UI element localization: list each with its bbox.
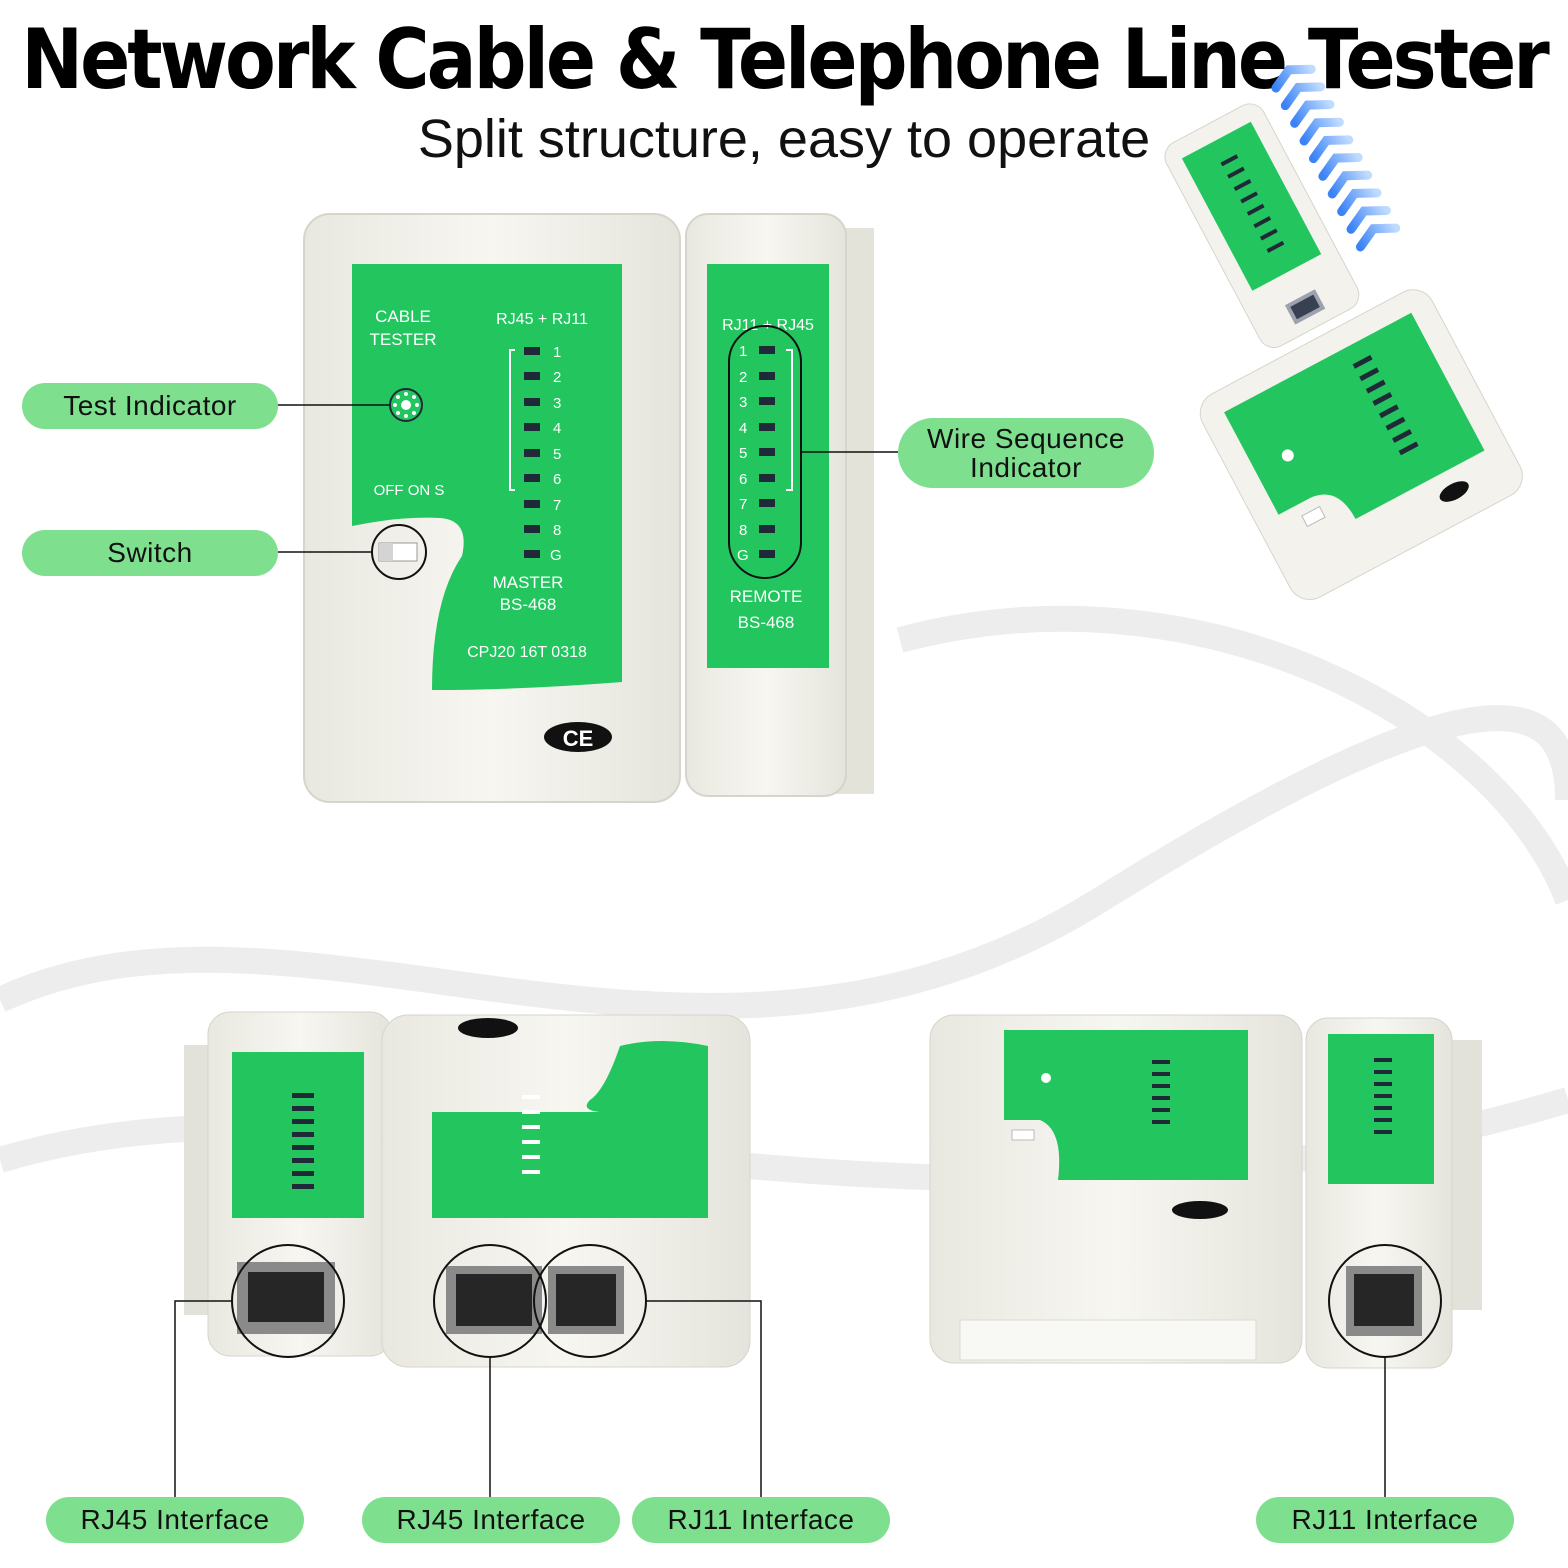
remote-pin-label: 8	[739, 522, 747, 539]
master-label-offon: OFF ON S	[374, 482, 445, 499]
bottom-left-remote	[184, 1011, 393, 1358]
remote-pin-label: 7	[739, 496, 747, 513]
master-pin-label: G	[550, 547, 562, 564]
bottom-left-master	[381, 1014, 751, 1368]
master-pin-label: 7	[553, 497, 561, 514]
bottom-right-remote	[1305, 1017, 1482, 1369]
svg-text:CE: CE	[563, 726, 594, 751]
remote-unit-top: RJ11 + RJ45 REMOTE BS-468 1 2 3 4 5	[685, 213, 874, 797]
master-led-column	[524, 347, 540, 558]
master-label-tester: TESTER	[369, 330, 436, 349]
master-pin-label: 4	[553, 420, 561, 437]
master-label-code: CPJ20 16T 0318	[467, 644, 587, 661]
remote-label-remote: REMOTE	[730, 587, 803, 606]
master-pin-label: 2	[553, 369, 561, 386]
remote-pin-label: 4	[739, 420, 747, 437]
master-label-cable: CABLE	[375, 307, 431, 326]
remote-pin-label: 6	[739, 471, 747, 488]
remote-label-model: BS-468	[738, 613, 795, 632]
callout-wire-sequence-line2: Indicator	[970, 452, 1082, 483]
callout-rj11-interface-right: RJ11 Interface	[1256, 1497, 1514, 1543]
remote-pin-label: 3	[739, 394, 747, 411]
ce-mark-icon: CE	[544, 722, 612, 752]
remote-pin-label: 2	[739, 369, 747, 386]
master-pin-label: 1	[553, 344, 561, 361]
callout-leaders-top	[278, 404, 898, 553]
master-label-model: BS-468	[500, 595, 557, 614]
remote-pin-label: G	[737, 547, 749, 564]
test-indicator-led-icon	[389, 388, 423, 422]
master-pin-label: 8	[553, 522, 561, 539]
callout-wire-sequence-line1: Wire Sequence	[927, 423, 1125, 454]
master-pin-label: 3	[553, 395, 561, 412]
master-pin-label: 5	[553, 446, 561, 463]
callout-wire-sequence-indicator: Wire Sequence Indicator	[898, 418, 1154, 488]
remote-pin-label: 1	[739, 343, 747, 360]
callout-switch: Switch	[22, 530, 278, 576]
callout-rj11-interface-mid: RJ11 Interface	[632, 1497, 890, 1543]
callout-rj45-interface-mid: RJ45 Interface	[362, 1497, 620, 1543]
master-label-port: RJ45 + RJ11	[496, 311, 588, 328]
callout-test-indicator: Test Indicator	[22, 383, 278, 429]
callout-leaders-bottom	[174, 1300, 1386, 1498]
remote-pin-label: 5	[739, 445, 747, 462]
master-label-master: MASTER	[493, 573, 564, 592]
bottom-right-master	[929, 1014, 1303, 1364]
remote-led-column	[759, 346, 775, 558]
angled-units-top-right	[1164, 64, 1523, 600]
page-subtitle: Split structure, easy to operate	[417, 109, 1151, 169]
master-pin-label: 6	[553, 471, 561, 488]
master-unit-top: CABLE TESTER RJ45 + RJ11 OFF ON S MASTER…	[303, 213, 681, 803]
callout-rj45-interface-left: RJ45 Interface	[46, 1497, 304, 1543]
